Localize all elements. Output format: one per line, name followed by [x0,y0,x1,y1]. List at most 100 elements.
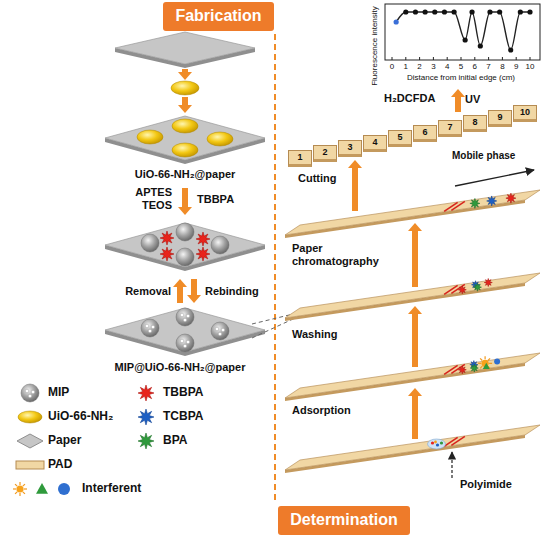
plate-face [105,116,265,160]
mof-particle [207,132,233,146]
data-point [432,9,437,14]
label-box: Cutting [298,172,336,185]
interferent-ray [13,488,16,489]
piece-number: 2 [322,147,327,157]
mip-sphere [141,319,159,337]
label-box: Rebinding [205,285,259,298]
imprint-cavity [28,394,32,398]
process-arrow [408,223,422,287]
annotation-label: Fluorescence intensity [370,6,379,86]
interferent-ray [488,358,490,360]
polyimide-line [451,436,465,445]
label-box: Removal [125,285,171,298]
piece-number: 7 [447,122,452,132]
label-box: 8 [500,62,504,71]
interferent-ray [15,484,17,486]
legend-entry: Interferent [82,482,141,496]
paper-piece: 8 [463,115,487,132]
label-box: H₂DCFDA [384,92,435,105]
imprint-cavity [186,340,190,344]
legend-sample [17,434,43,448]
tick-label: 1 [404,62,408,71]
annotation-label: Paper chromatography [292,242,379,267]
legend-sample [13,482,70,496]
legend-text: PAD [48,457,72,471]
imprint-cavity [180,313,184,317]
paper-piece: 5 [388,130,412,147]
process-arrow [173,279,187,303]
imprint-cavity [151,325,155,329]
paper-piece: 3 [338,140,362,157]
polymer-sphere [211,236,229,254]
label-box: Paper chromatography [292,242,379,267]
label-box: 3 [431,62,435,71]
molecule-star [470,198,480,208]
imprint-cavity [215,327,219,331]
annotation-label: UV [465,93,480,105]
tick-label: 10 [526,62,535,71]
legend-sample [21,384,39,402]
annotation-label: Rebinding [205,285,259,297]
interferent-ray [480,366,482,368]
label-box: TBBPA [197,193,234,206]
analyte-dot [440,441,443,444]
legend-sample [138,433,154,449]
data-point [394,19,399,24]
molecule-star [470,364,478,372]
interferent-ray [478,363,481,364]
interferent-ray [19,482,20,485]
analyte-dot [434,441,437,444]
process-arrow [178,69,192,80]
section-divider [274,34,276,504]
molecule-star [160,247,174,261]
imprint-cavity [145,324,149,328]
molecule-star [196,232,210,246]
chart-frame [385,4,540,60]
tick-label: 3 [431,62,435,71]
legend-entry: MIP [48,386,69,400]
legend-entry: Paper [48,434,81,448]
label-box: Distance from initial edge (cm) [407,73,515,82]
legend-text: UiO-66-NH₂ [48,409,113,423]
paper-plate [105,308,265,356]
data-point [452,9,457,14]
piece-number: 8 [472,117,477,127]
label-box: 4 [445,62,449,71]
sample-droplet [428,439,446,449]
annotation-label: Removal [125,285,171,297]
mip-sphere [176,308,194,326]
strip-edge [285,435,525,473]
interferent-circle [494,359,500,365]
legend-entry: TBBPA [163,386,203,400]
label-box: 6 [473,62,477,71]
mip-sphere [176,334,194,352]
interferent-ray [480,358,482,360]
label-box: Fluorescence intensity [370,6,379,86]
data-point [508,47,513,52]
pad-sample [16,461,44,469]
axis-tick [419,57,420,60]
legend-sample [138,409,154,425]
data-point [469,9,474,14]
plate-face [115,32,255,64]
annotation-label: Polyimide [460,478,512,490]
label-box: Adsorption [292,404,351,417]
annotation-label: H₂DCFDA [384,92,435,104]
legend-entry: BPA [163,434,187,448]
process-arrow [187,279,201,303]
legend-entry: PAD [48,458,72,472]
analyte-dot [436,443,439,446]
annotation-label: APTES TEOS [135,186,172,211]
section-header: Determination [278,506,410,535]
imprint-cavity [31,390,35,394]
imprint-cavity [148,329,152,333]
annotation-label: Cutting [298,172,336,184]
molecule-star [196,247,210,261]
tick-label: 8 [500,62,504,71]
strip-edge [285,363,525,401]
piece-number: 9 [497,112,502,122]
label-box: UV [465,93,480,106]
interferent-ray [15,492,17,494]
paper-piece: 7 [438,120,462,137]
